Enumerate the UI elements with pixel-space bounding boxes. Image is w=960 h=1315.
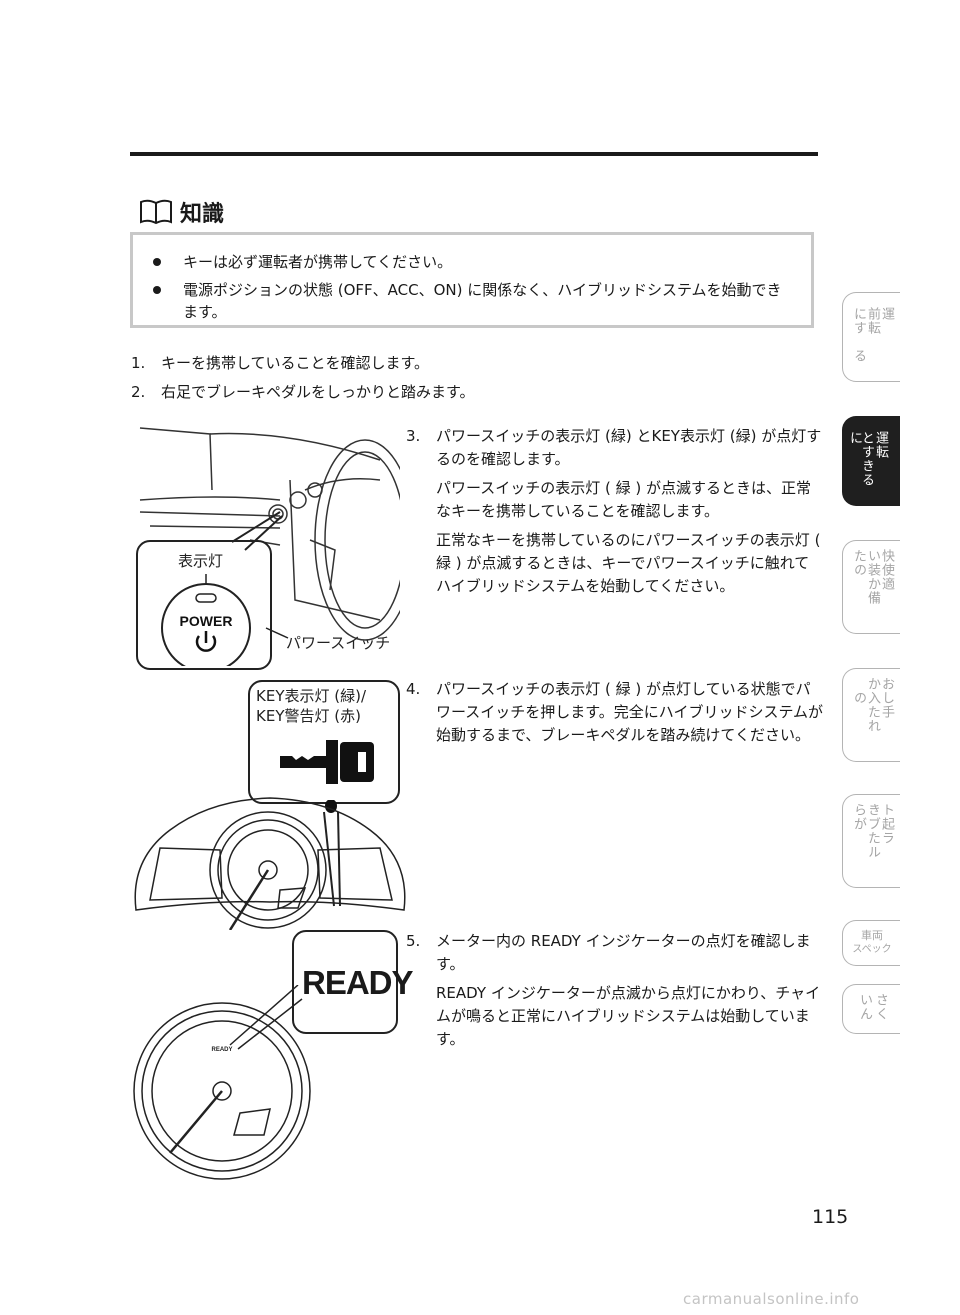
step-number: 2. xyxy=(131,383,146,401)
key-callout-pointer xyxy=(323,800,341,907)
book-icon xyxy=(140,199,172,225)
key-indicator-callout: KEY表示灯 (緑)/ KEY警告灯 (赤) xyxy=(248,680,400,804)
instrument-cluster xyxy=(134,797,406,930)
step-text: パワースイッチの表示灯 (緑) とKEY表示灯 (緑) が点灯するのを確認します… xyxy=(436,427,822,468)
side-tab-trouble[interactable]: ト 起ラ きブ たル らが xyxy=(842,794,900,888)
step-number: 1. xyxy=(131,354,146,372)
side-tab-maintenance[interactable]: お し手 か入 たれ の xyxy=(842,668,900,762)
step-1: 1. キーを携帯していることを確認します。 xyxy=(131,352,791,381)
step-text: READY インジケーターが点滅から点灯にかわり、チャイムが鳴ると正常にハイブリ… xyxy=(436,984,821,1048)
side-tab-comfort-equipment[interactable]: 快 使適 い装 か備 たの xyxy=(842,540,900,634)
step-number: 5. xyxy=(406,932,421,950)
watermark: carmanualsonline.info xyxy=(683,1290,860,1308)
header-rule xyxy=(130,152,818,156)
ready-indicator-text: READY xyxy=(302,964,414,1001)
info-heading: 知識 xyxy=(138,196,224,228)
bullet-dot-icon xyxy=(153,258,161,266)
step-text: メーター内の READY インジケーターの点灯を確認します。 xyxy=(436,932,811,973)
step-5: 5. メーター内の READY インジケーターの点灯を確認します。 READY … xyxy=(406,930,824,1057)
power-switch-label: パワースイッチ xyxy=(286,634,391,652)
step-text: キーを携帯していることを確認します。 xyxy=(161,354,430,372)
side-tab-index[interactable]: さく いん xyxy=(842,984,900,1034)
power-switch-callout: 表示灯 POWER xyxy=(136,540,272,670)
step-4: 4. パワースイッチの表示灯 ( 緑 ) が点灯している状態でパワースイッチを押… xyxy=(406,678,824,753)
key-label-line1: KEY表示灯 (緑)/ xyxy=(256,687,367,705)
power-button-text: POWER xyxy=(180,613,233,629)
ready-callout: READY xyxy=(292,930,414,1034)
ready-meter: READY xyxy=(133,985,311,1180)
info-box: キーは必ず運転者が携帯してください。 電源ポジションの状態 (OFF、ACC、O… xyxy=(130,232,814,328)
ready-small-text: READY xyxy=(211,1047,232,1053)
callout-pointer xyxy=(231,511,289,639)
step-2: 2. 右足でブレーキペダルをしっかりと踏みます。 xyxy=(131,381,791,410)
info-bullet-text: キーは必ず運転者が携帯してください。 xyxy=(183,253,453,271)
side-tab-vehicle-specs[interactable]: 車両 スペック xyxy=(842,920,900,966)
power-button-graphic: POWER xyxy=(161,574,251,666)
step-text: パワースイッチの表示灯 ( 緑 ) が点灯している状態でパワースイッチを押します… xyxy=(436,680,824,744)
step-number: 3. xyxy=(406,427,421,445)
step-number: 4. xyxy=(406,680,421,698)
info-bullet: 電源ポジションの状態 (OFF、ACC、ON) に関係なく、ハイブリッドシステム… xyxy=(153,279,793,323)
step-text: 正常なキーを携帯しているのにパワースイッチの表示灯 ( 緑 ) が点滅するときは… xyxy=(436,531,821,595)
info-bullet: キーは必ず運転者が携帯してください。 xyxy=(153,251,793,273)
side-tab-when-driving[interactable]: 運 転 とす きる に xyxy=(842,416,900,506)
info-title: 知識 xyxy=(180,202,225,227)
side-tab-before-driving[interactable]: 運 前転 にす る xyxy=(842,292,900,382)
bullet-dot-icon xyxy=(153,286,161,294)
key-icon xyxy=(280,740,374,784)
key-label-line2: KEY警告灯 (赤) xyxy=(256,707,361,725)
step-text: パワースイッチの表示灯 ( 緑 ) が点滅するときは、正常なキーを携帯しているこ… xyxy=(436,479,812,520)
key-indicator-label: KEY表示灯 (緑)/ KEY警告灯 (赤) xyxy=(256,686,366,726)
info-bullet-text: 電源ポジションの状態 (OFF、ACC、ON) に関係なく、ハイブリッドシステム… xyxy=(183,281,782,321)
page-number: 115 xyxy=(812,1206,849,1228)
step-text: 右足でブレーキペダルをしっかりと踏みます。 xyxy=(161,383,475,401)
indicator-label: 表示灯 xyxy=(178,552,224,570)
step-3: 3. パワースイッチの表示灯 (緑) とKEY表示灯 (緑) が点灯するのを確認… xyxy=(406,425,824,604)
